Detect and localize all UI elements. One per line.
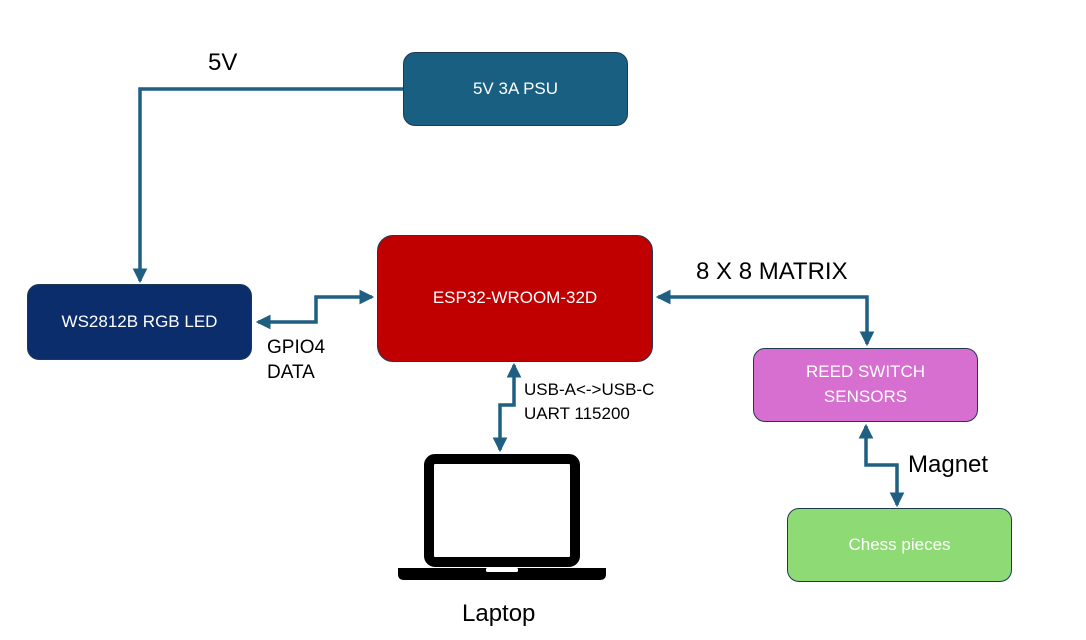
chess-pieces-block: Chess pieces: [787, 508, 1012, 582]
esp32-block: ESP32-WROOM-32D: [377, 235, 653, 362]
usb-uart-wire: [492, 362, 522, 453]
magnet-label: Magnet: [908, 451, 989, 478]
laptop-label: Laptop: [462, 600, 536, 627]
magnet-wire: [858, 423, 905, 508]
power-label: 5V: [208, 49, 238, 76]
matrix-wire: [655, 289, 875, 347]
laptop-icon: [398, 454, 606, 580]
led-block: WS2812B RGB LED: [27, 284, 252, 360]
matrix-label: 8 X 8 MATRIX: [696, 258, 848, 285]
gpio-label: GPIO4 DATA: [267, 337, 326, 383]
gpio-data-wire: [255, 289, 375, 330]
psu-block: 5V 3A PSU: [403, 52, 628, 126]
power-wire: [132, 87, 404, 284]
reed-switch-block: REED SWITCH SENSORS: [753, 348, 978, 422]
usb-label: USB-A<->USB-C UART 115200: [524, 380, 655, 423]
